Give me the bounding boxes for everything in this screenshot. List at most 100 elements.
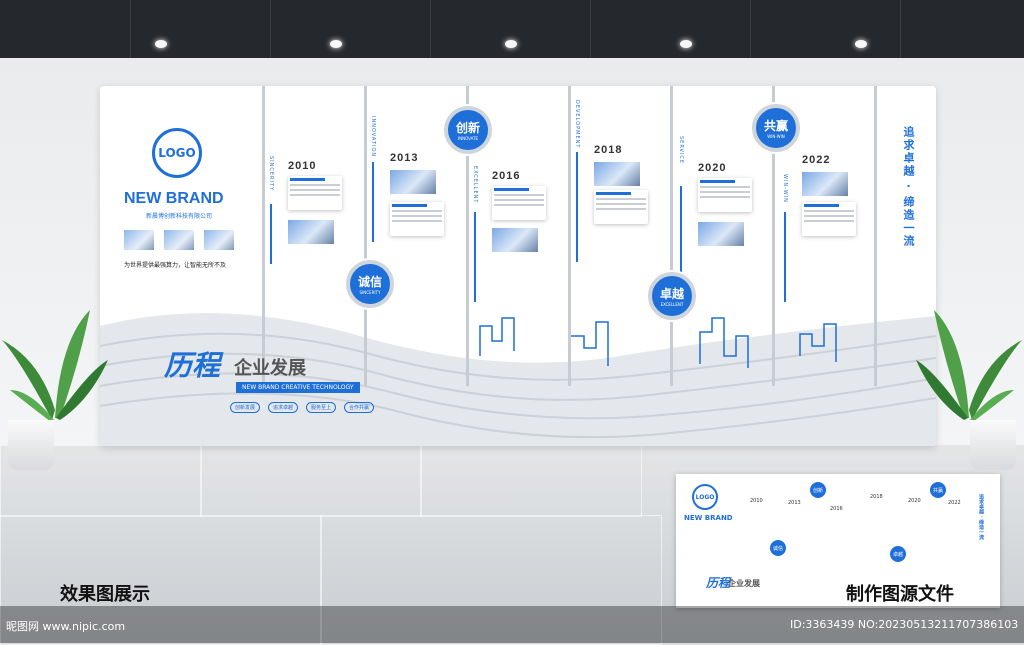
- timeline-entry: 2022: [802, 154, 860, 166]
- timeline-line: [270, 204, 272, 264]
- panel-divider: [568, 86, 571, 386]
- ceiling-light: [680, 40, 692, 48]
- building-thumbnails: [124, 230, 234, 250]
- watermark-site: 昵图网 www.nipic.com: [6, 620, 126, 633]
- floor-tile: [420, 445, 642, 517]
- building-photo: [288, 220, 334, 244]
- timeline-entry: [802, 198, 860, 236]
- panel-divider: [670, 86, 673, 386]
- inset-badge: 诚信: [770, 540, 786, 556]
- ceiling-panel: [130, 0, 131, 58]
- caption-preview: 效果图展示: [60, 584, 150, 605]
- timeline-entry: 2016: [492, 170, 550, 220]
- ceiling-panel: [900, 0, 901, 58]
- plant-right: [916, 310, 1022, 424]
- timeline-tag: INNOVATION: [370, 116, 376, 158]
- plant-pot-left: [8, 420, 54, 470]
- inset-badge: 共赢: [930, 482, 946, 498]
- timeline-year: 2022: [802, 154, 831, 166]
- culture-wall: LOGO NEW BRAND 新晨博创新科技有限公司 为世界提供最强算力，让智能…: [100, 86, 936, 446]
- building-photo: [164, 230, 194, 250]
- inset-year: 2020: [908, 498, 921, 504]
- ceiling-light: [155, 40, 167, 48]
- timeline-year: 2018: [594, 144, 623, 156]
- timeline-tag: EXCELLENT: [472, 166, 478, 204]
- plant-pot-right: [970, 420, 1016, 470]
- timeline-line: [372, 162, 374, 242]
- panel-divider: [874, 86, 877, 386]
- timeline-card: [594, 190, 648, 224]
- ceiling-panel: [270, 0, 271, 58]
- building-photo: [594, 162, 640, 186]
- building-photo: [124, 230, 154, 250]
- vertical-slogan: 追求卓越 · 缔造一流: [902, 126, 915, 248]
- value-pill: 服务至上: [306, 402, 337, 413]
- timeline-year: 2016: [492, 170, 521, 182]
- ceiling: [0, 0, 1024, 58]
- timeline-entry: [390, 198, 448, 236]
- timeline-year: 2010: [288, 160, 317, 172]
- title-main: 企业发展: [234, 358, 306, 379]
- timeline-card: [390, 202, 444, 236]
- timeline-line: [474, 212, 476, 302]
- panel-divider: [262, 86, 265, 386]
- timeline-line: [576, 152, 578, 262]
- panel-divider: [364, 86, 367, 386]
- ceiling-light: [855, 40, 867, 48]
- timeline-entry: [594, 186, 652, 224]
- watermark-bar: 昵图网 www.nipic.com ID:3363439 NO:20230513…: [0, 606, 1024, 643]
- inset-brand-name: NEW BRAND: [684, 514, 733, 522]
- value-pill: 追求卓越: [268, 402, 299, 413]
- timeline-card: [288, 176, 342, 210]
- timeline-card: [802, 202, 856, 236]
- value-pill: 创新发展: [230, 402, 261, 413]
- ceiling-panel: [750, 0, 751, 58]
- inset-year: 2022: [948, 500, 961, 506]
- timeline-card: [698, 178, 752, 212]
- inset-badge: 卓越: [890, 546, 906, 562]
- inset-badge: 创新: [810, 482, 826, 498]
- ceiling-panel: [590, 0, 591, 58]
- inset-year: 2018: [870, 494, 883, 500]
- timeline-entry: 2013: [390, 152, 448, 164]
- timeline-tag: SERVICE: [678, 136, 684, 165]
- value-pills: 创新发展 追求卓越 服务至上 合作共赢: [230, 402, 375, 413]
- floor-tile: [200, 445, 422, 517]
- inset-title-calligraphy: 历程: [706, 576, 731, 590]
- brand-slogan: 为世界提供最强算力，让智能无所不及: [124, 262, 227, 269]
- panel-divider: [466, 86, 469, 386]
- watermark-id: ID:3363439 NO:20230513211707386103: [790, 618, 1019, 631]
- timeline-tag: WIN-WIN: [782, 174, 788, 203]
- timeline-tag: DEVELOPMENT: [574, 100, 580, 149]
- title-english: NEW BRAND CREATIVE TECHNOLOGY: [236, 382, 360, 393]
- timeline-entry: 2020: [698, 162, 756, 212]
- panel-divider: [772, 86, 775, 386]
- logo: LOGO: [152, 128, 202, 178]
- inset-year: 2016: [830, 506, 843, 512]
- inset-year: 2010: [750, 498, 763, 504]
- plant-left: [2, 310, 108, 424]
- timeline-tag: SINCERITY: [268, 156, 274, 192]
- value-pill: 合作共赢: [344, 402, 375, 413]
- timeline-year: 2020: [698, 162, 727, 174]
- inset-logo: LOGO: [692, 484, 718, 510]
- timeline-line: [784, 212, 786, 302]
- building-photo: [802, 172, 848, 196]
- building-photo: [204, 230, 234, 250]
- caption-source-file: 制作图源文件: [846, 584, 954, 605]
- brand-name: NEW BRAND: [124, 190, 224, 207]
- timeline-year: 2013: [390, 152, 419, 164]
- ceiling-light: [505, 40, 517, 48]
- source-file-preview: LOGO NEW BRAND 历程 企业发展 2010 2013 2016 20…: [676, 474, 1000, 608]
- timeline-entry: 2018: [594, 144, 652, 156]
- inset-slogan: 追求卓越 · 缔造一流: [978, 494, 984, 540]
- inset-year: 2013: [788, 500, 801, 506]
- building-photo: [390, 170, 436, 194]
- building-photo: [698, 222, 744, 246]
- timeline-line: [680, 186, 682, 286]
- timeline-entry: 2010: [288, 160, 346, 210]
- title-calligraphy: 历程: [164, 349, 221, 382]
